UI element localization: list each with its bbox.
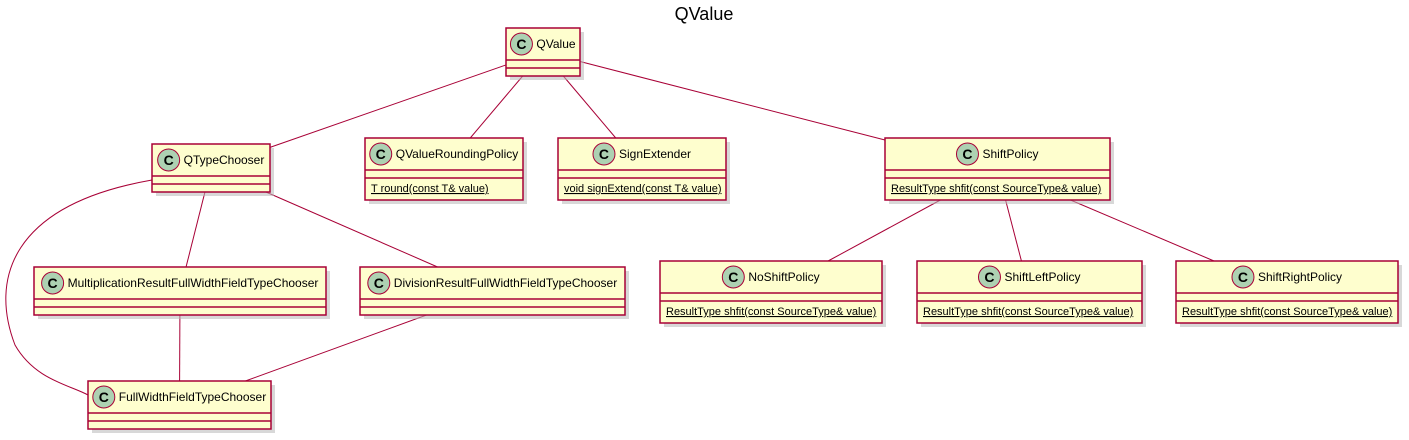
class-letter: C [599, 146, 609, 162]
class-box-qvalueroundingpolicy[interactable]: QValueRoundingPolicy C T round(const T& va… [364, 137, 527, 204]
class-box-divisionresultfullwidthfieldtypechooser[interactable]: DivisionResultFullWidthFieldTypeChooser C [359, 266, 629, 319]
class-box-multiplicationresultfullwidthfieldtypechooser[interactable]: MultiplicationResultFullWidthFieldTypeCh… [33, 266, 330, 319]
class-box-fullwidthfieldtypechooser[interactable]: FullWidthFieldTypeChooser C [87, 380, 275, 433]
class-name: SignExtender [619, 147, 691, 161]
class-circle-icon [1231, 265, 1255, 289]
class-name: DivisionResultFullWidthFieldTypeChooser [394, 276, 617, 290]
class-body [557, 137, 727, 201]
relation-qvalue-qtypechooser [269, 64, 507, 148]
relation-qtypechooser-fullwidthfieldtypechooser [5, 179, 153, 396]
class-name: QValueRoundingPolicy [396, 147, 519, 161]
class-method: ResultType shfit(const SourceType& value… [891, 183, 1101, 195]
class-name: MultiplicationResultFullWidthFieldTypeCh… [68, 276, 319, 290]
class-letter: C [728, 269, 738, 285]
class-box-qvalue[interactable]: QValue C [505, 27, 584, 80]
class-letter: C [516, 36, 526, 52]
class-body [1175, 260, 1399, 324]
class-body [884, 137, 1111, 201]
class-name: ShiftRightPolicy [1258, 270, 1342, 284]
class-body [364, 137, 524, 201]
class-name: QTypeChooser [184, 153, 265, 167]
class-name: NoShiftPolicy [748, 270, 819, 284]
relation-qtypechooser-multiplicationresultfullwidthfieldtypechooser [185, 191, 206, 268]
relation-shiftpolicy-shiftrightpolicy [1070, 199, 1215, 262]
class-letter: C [374, 275, 384, 291]
class-box-noshiftpolicy[interactable]: NoShiftPolicy C ResultType shfit(const Sou… [659, 260, 886, 327]
class-letter: C [99, 389, 109, 405]
class-body [33, 266, 327, 316]
relation-qvalue-signextender [562, 75, 617, 139]
relations-layer [5, 61, 1215, 396]
relation-shiftpolicy-shiftleftpolicy [1005, 199, 1022, 262]
class-letter: C [962, 146, 972, 162]
class-box-shiftrightpolicy[interactable]: ShiftRightPolicy C ResultType shfit(const … [1175, 260, 1402, 327]
class-letter: C [376, 146, 386, 162]
class-circle-icon [369, 142, 393, 166]
class-method: T round(const T& value) [371, 183, 489, 195]
class-letter: C [164, 152, 174, 168]
class-letter: C [48, 275, 58, 291]
class-box-qtypechooser[interactable]: QTypeChooser C [151, 143, 274, 196]
class-letter: C [984, 269, 994, 285]
class-circle-icon [721, 265, 745, 289]
diagram-title: QValue [675, 4, 734, 24]
class-circle-icon [509, 32, 533, 56]
class-letter: C [1238, 269, 1248, 285]
class-circle-icon [955, 142, 979, 166]
class-body [916, 260, 1143, 324]
class-box-shiftpolicy[interactable]: ShiftPolicy C ResultType shfit(const Sourc… [884, 137, 1114, 204]
class-body [359, 266, 626, 316]
class-circle-icon [157, 148, 181, 172]
relation-qvalue-shiftpolicy [579, 61, 886, 141]
class-box-shiftleftpolicy[interactable]: ShiftLeftPolicy C ResultType shfit(const S… [916, 260, 1146, 327]
relation-qvalue-qvalueroundingpolicy [469, 75, 524, 139]
class-name: ShiftPolicy [982, 147, 1038, 161]
class-method: ResultType shfit(const SourceType& value… [666, 306, 876, 318]
class-body [659, 260, 883, 324]
class-method: ResultType shfit(const SourceType& value… [1182, 306, 1392, 318]
class-circle-icon [367, 271, 391, 295]
relation-qtypechooser-divisionresultfullwidthfieldtypechooser [265, 191, 438, 268]
class-name: ShiftLeftPolicy [1004, 270, 1080, 284]
class-circle-icon [41, 271, 65, 295]
relation-shiftpolicy-noshiftpolicy [827, 199, 941, 262]
class-circle-icon [592, 142, 616, 166]
class-method: void signExtend(const T& value) [564, 183, 722, 195]
class-circle-icon [92, 385, 116, 409]
class-name: FullWidthFieldTypeChooser [119, 390, 266, 404]
class-circle-icon [977, 265, 1001, 289]
relation-divisionresultfullwidthfieldtypechooser-fullwidthfieldtypechooser [245, 314, 427, 382]
class-body [87, 380, 272, 430]
class-method: ResultType shfit(const SourceType& value… [923, 306, 1133, 318]
class-name: QValue [536, 37, 575, 51]
